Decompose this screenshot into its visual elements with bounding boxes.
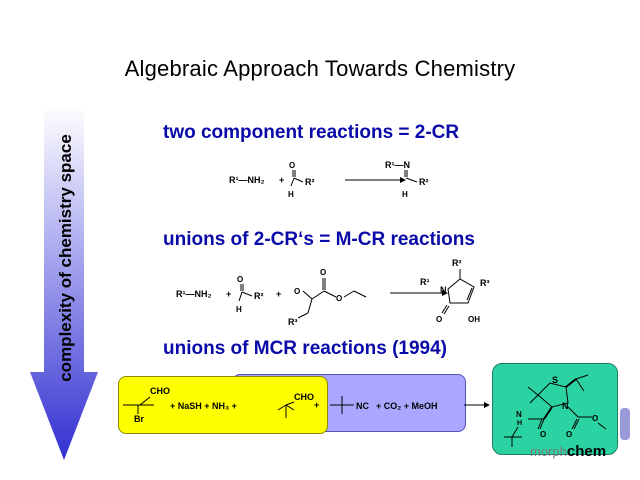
r2-prod-r2: R² — [452, 258, 462, 268]
r3-prod-hn: N — [516, 410, 522, 419]
r2-amine: R¹—NH₂ — [176, 289, 212, 299]
r1-amine: R¹—NH₂ — [229, 175, 265, 185]
product-box — [492, 363, 618, 455]
r3-reagents: + NaSH + NH₃ + — [170, 401, 237, 411]
complexity-axis-label: complexity of chemistry space — [56, 134, 75, 382]
r2-r3: R³ — [288, 317, 298, 327]
r2-o2: O — [294, 287, 300, 296]
r2-prod-r3: R³ — [480, 278, 490, 288]
r3-prod-n: N — [562, 401, 569, 411]
product-structure: S N O O O N H — [504, 374, 607, 447]
r2-prod-o: O — [436, 315, 442, 324]
r2-prod-n: N — [440, 285, 447, 295]
morphochem-logo: morphchem — [530, 443, 607, 460]
complexity-arrow-icon — [30, 106, 98, 460]
r1-product-h: H — [402, 190, 408, 199]
r3-cho1: CHO — [150, 386, 170, 396]
r3-cho2: CHO — [294, 392, 314, 402]
r2-o-ester: O — [336, 294, 342, 303]
r1-r2: R² — [305, 177, 315, 187]
section-two-component: two component reactions = 2-CR — [163, 122, 460, 143]
r3-prod-o1: O — [540, 430, 546, 439]
r2-o3: O — [320, 268, 326, 277]
r1-plus: + — [279, 175, 284, 185]
svg-text:H: H — [517, 420, 522, 427]
r1-product-r2: R² — [419, 177, 429, 187]
r3-nc: NC — [356, 401, 369, 411]
reaction-2cr: R¹—NH₂ + O R² H R¹—N R² H — [229, 160, 429, 199]
r3-br: Br — [134, 414, 144, 424]
r2-prod-r1: R¹ — [420, 277, 430, 287]
r2-r2: R² — [254, 291, 264, 301]
r1-h: H — [288, 190, 294, 199]
r3-prod-s: S — [552, 375, 558, 385]
r1-o: O — [289, 161, 295, 170]
r2-plus1: + — [226, 289, 231, 299]
section-unions-mcr: unions of MCR reactions (1994) — [163, 338, 447, 359]
slide-title: Algebraic Approach Towards Chemistry — [124, 56, 516, 81]
r3-prod-o2: O — [566, 430, 572, 439]
r3-prod-o3: O — [592, 414, 598, 423]
reaction-mcr: R¹—NH₂ + O R² H + O O O R³ R² R¹ N R³ O … — [176, 258, 490, 327]
r2-plus2: + — [276, 289, 281, 299]
r1-product-r1n: R¹—N — [385, 160, 410, 170]
r3-rest: + CO₂ + MeOH — [376, 401, 438, 411]
r2-prod-oh: OH — [468, 315, 480, 324]
r2-o1: O — [237, 275, 243, 284]
reaction-union-mcr: CHO Br + NaSH + NH₃ + CHO + NC + CO₂ + M… — [123, 386, 490, 424]
logo-mark-icon — [620, 408, 630, 440]
section-unions-2cr: unions of 2-CR‘s = M-CR reactions — [163, 229, 475, 250]
r2-h: H — [236, 305, 242, 314]
r3-plus: + — [314, 400, 319, 410]
